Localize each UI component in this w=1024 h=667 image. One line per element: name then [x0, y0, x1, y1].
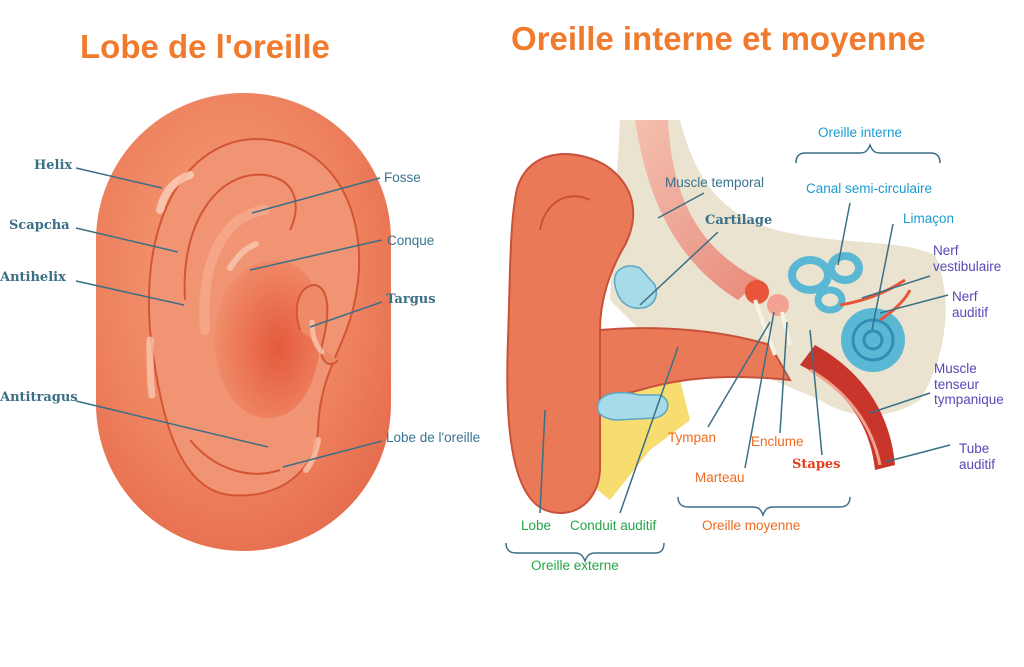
- malleus: [745, 280, 769, 304]
- label-nerf-vestibulaire-line1: Nerf: [933, 243, 959, 258]
- label-fosse: Fosse: [384, 170, 421, 185]
- label-muscle-tenseur-line1: Muscle: [934, 361, 977, 376]
- label-targus: Targus: [386, 292, 436, 307]
- title-right: Oreille interne et moyenne: [511, 20, 926, 57]
- label-helix: Helix: [34, 158, 73, 173]
- label-lobe-right: Lobe: [521, 518, 552, 533]
- right-leader-lines: [505, 142, 951, 564]
- cartilage-upper: [613, 265, 657, 309]
- title-left: Lobe de l'oreille: [80, 28, 330, 65]
- label-antitragus: Antitragus: [0, 390, 78, 405]
- semicircular-canal-2: [827, 252, 863, 284]
- label-muscle-tenseur-line3: tympanique: [934, 392, 1004, 408]
- label-conque: Conque: [387, 233, 435, 248]
- temporal-muscle: [635, 120, 760, 300]
- label-tube-auditif-line2: auditif: [959, 456, 996, 472]
- label-antihelix: Antihelix: [0, 270, 66, 285]
- label-muscle-temporal: Muscle temporal: [665, 175, 765, 190]
- label-marteau: Marteau: [695, 470, 745, 485]
- label-canal-semi-circulaire: Canal semi-circulaire: [806, 181, 933, 196]
- semicircular-canal-1: [788, 256, 832, 294]
- cross-section: [506, 120, 946, 515]
- label-conduit-auditif: Conduit auditif: [570, 518, 657, 533]
- label-tympan: Tympan: [668, 430, 717, 445]
- cartilage-lower: [596, 392, 669, 421]
- label-nerf-vestibulaire: Nerf vestibulaire: [933, 243, 1001, 274]
- label-tube-auditif: Tube auditif: [959, 441, 995, 472]
- cochlea: [841, 308, 905, 372]
- label-oreille-interne: Oreille interne: [818, 125, 903, 140]
- label-limacon: Limaçon: [903, 211, 955, 226]
- label-oreille-moyenne: Oreille moyenne: [702, 518, 801, 533]
- outer-ear: [96, 93, 391, 551]
- label-cartilage: Cartilage: [705, 213, 773, 228]
- left-leader-lines: [75, 167, 383, 468]
- label-nerf-auditif-line2: auditif: [952, 304, 989, 320]
- label-muscle-tenseur-line2: tenseur: [934, 376, 980, 392]
- label-nerf-auditif-line1: Nerf: [952, 289, 978, 304]
- label-oreille-externe: Oreille externe: [531, 558, 619, 573]
- concha: [214, 260, 321, 419]
- label-nerf-auditif: Nerf auditif: [952, 289, 988, 320]
- label-scapcha: Scapcha: [9, 218, 70, 233]
- label-tube-auditif-line1: Tube: [959, 441, 990, 456]
- label-lobe-left: Lobe de l'oreille: [386, 430, 481, 445]
- label-muscle-tenseur: Muscle tenseur tympanique: [934, 361, 1004, 408]
- label-nerf-vestibulaire-line2: vestibulaire: [933, 258, 1002, 274]
- auricle-section: [506, 153, 635, 515]
- label-stapes: Stapes: [792, 457, 841, 472]
- label-enclume: Enclume: [751, 434, 804, 449]
